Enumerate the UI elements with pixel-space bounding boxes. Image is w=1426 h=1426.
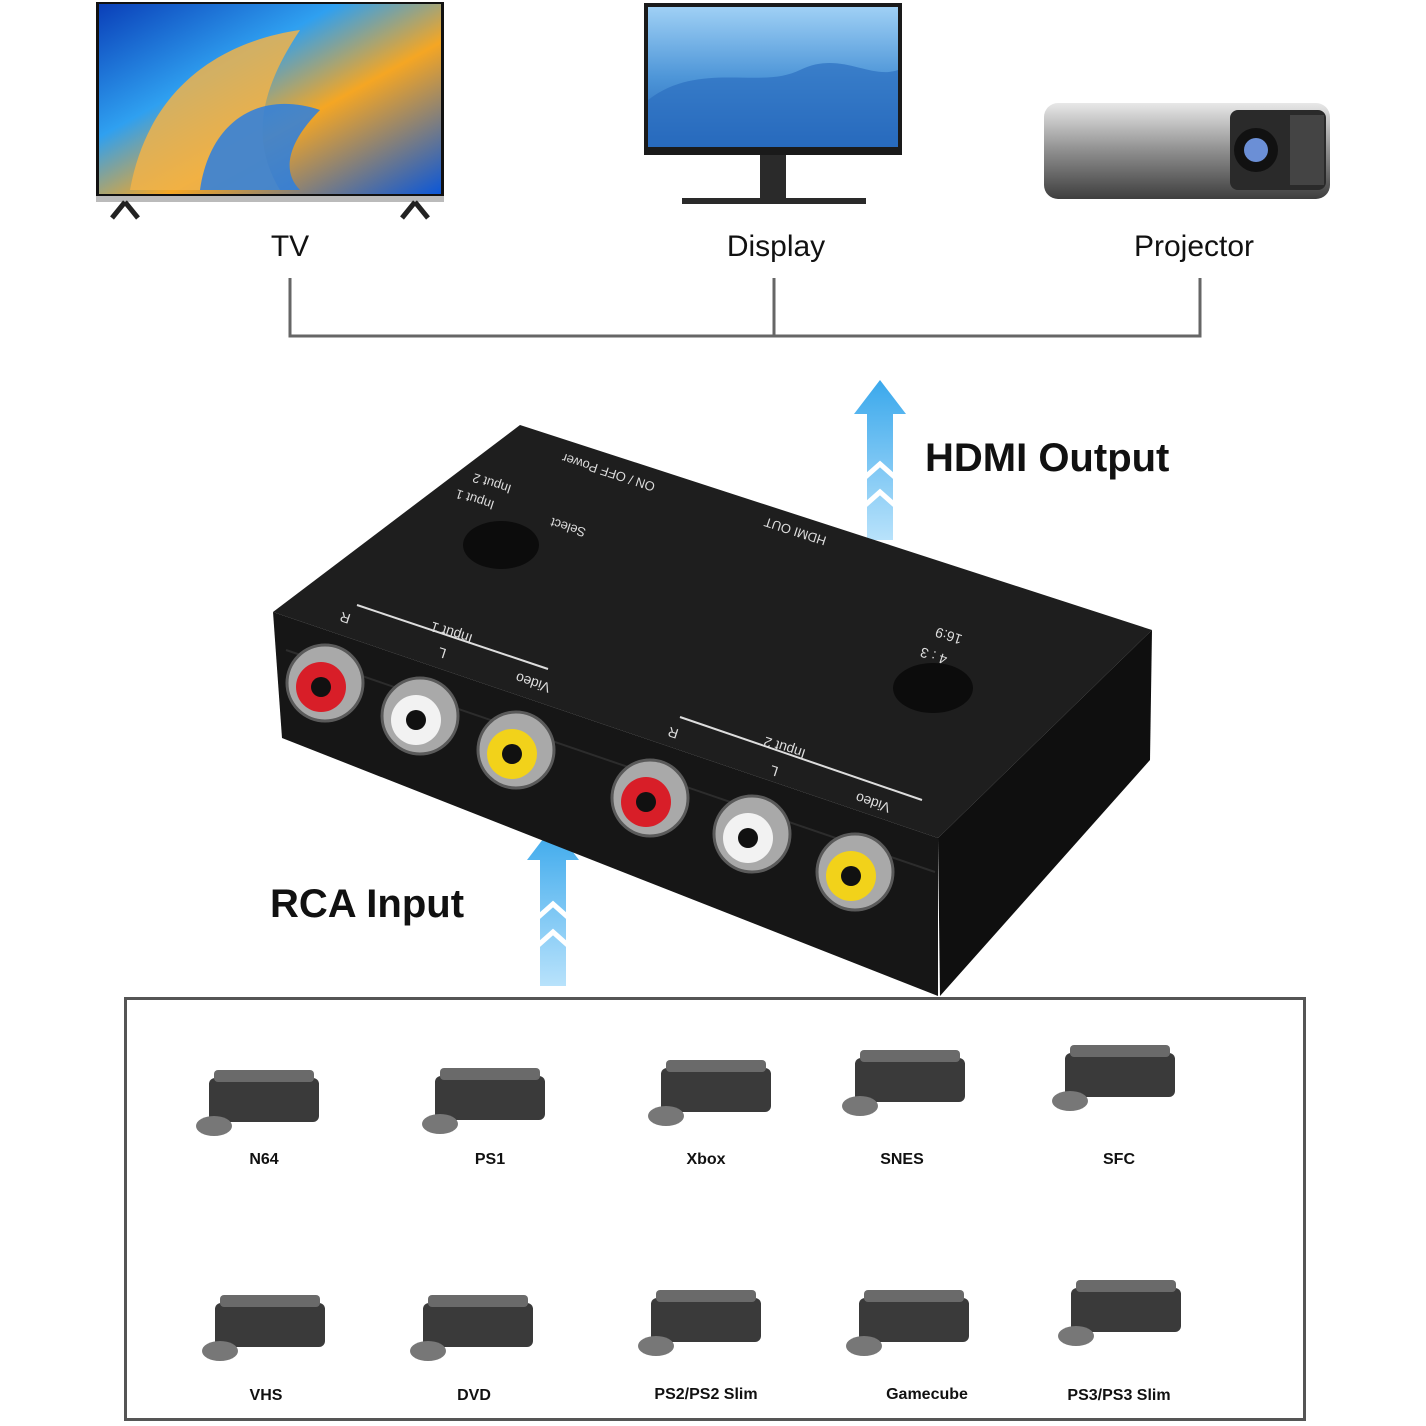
output-label-projector: Projector — [1133, 230, 1255, 263]
source-label-ps3: PS3/PS3 Slim — [1067, 1387, 1171, 1404]
input1-video-jack — [476, 710, 556, 790]
dvd-player-icon — [410, 1295, 533, 1361]
input1-r-jack — [285, 643, 365, 723]
source-label-ps1: PS1 — [474, 1151, 506, 1168]
output-connector-lines — [288, 278, 1202, 338]
source-devices-panel — [124, 997, 1306, 1421]
source-label-n64: N64 — [249, 1151, 279, 1168]
input2-l-jack — [712, 794, 792, 874]
source-label-snes: SNES — [880, 1151, 924, 1168]
n64-console-icon — [196, 1070, 319, 1136]
hdmi-output-arrow-icon — [854, 380, 906, 540]
rca-input-label: RCA Input — [270, 882, 465, 926]
tv-icon — [96, 2, 444, 220]
display-icon — [644, 3, 902, 204]
rca-input-arrow-icon — [527, 826, 579, 986]
ps2-console-icon — [638, 1290, 761, 1356]
source-label-vhs: VHS — [249, 1387, 283, 1404]
ps3-console-icon — [1058, 1280, 1181, 1346]
source-label-xbox: Xbox — [686, 1151, 726, 1168]
input1-l-jack — [380, 676, 460, 756]
source-label-dvd: DVD — [457, 1387, 491, 1404]
source-label-ps2: PS2/PS2 Slim — [654, 1386, 758, 1403]
hdmi-output-label: HDMI Output — [925, 436, 1170, 480]
gamecube-console-icon — [846, 1290, 969, 1356]
vhs-player-icon — [202, 1295, 325, 1361]
output-label-tv: TV — [270, 230, 310, 263]
input2-video-jack — [815, 832, 895, 912]
ps1-console-icon — [422, 1068, 545, 1134]
sfc-console-icon — [1052, 1045, 1175, 1111]
source-label-sfc: SFC — [1103, 1151, 1135, 1168]
source-label-gamecube: Gamecube — [886, 1386, 968, 1403]
input2-r-jack — [610, 758, 690, 838]
output-label-display: Display — [726, 230, 826, 263]
projector-icon — [1044, 103, 1330, 199]
snes-console-icon — [842, 1050, 965, 1116]
xbox-console-icon — [648, 1060, 771, 1126]
